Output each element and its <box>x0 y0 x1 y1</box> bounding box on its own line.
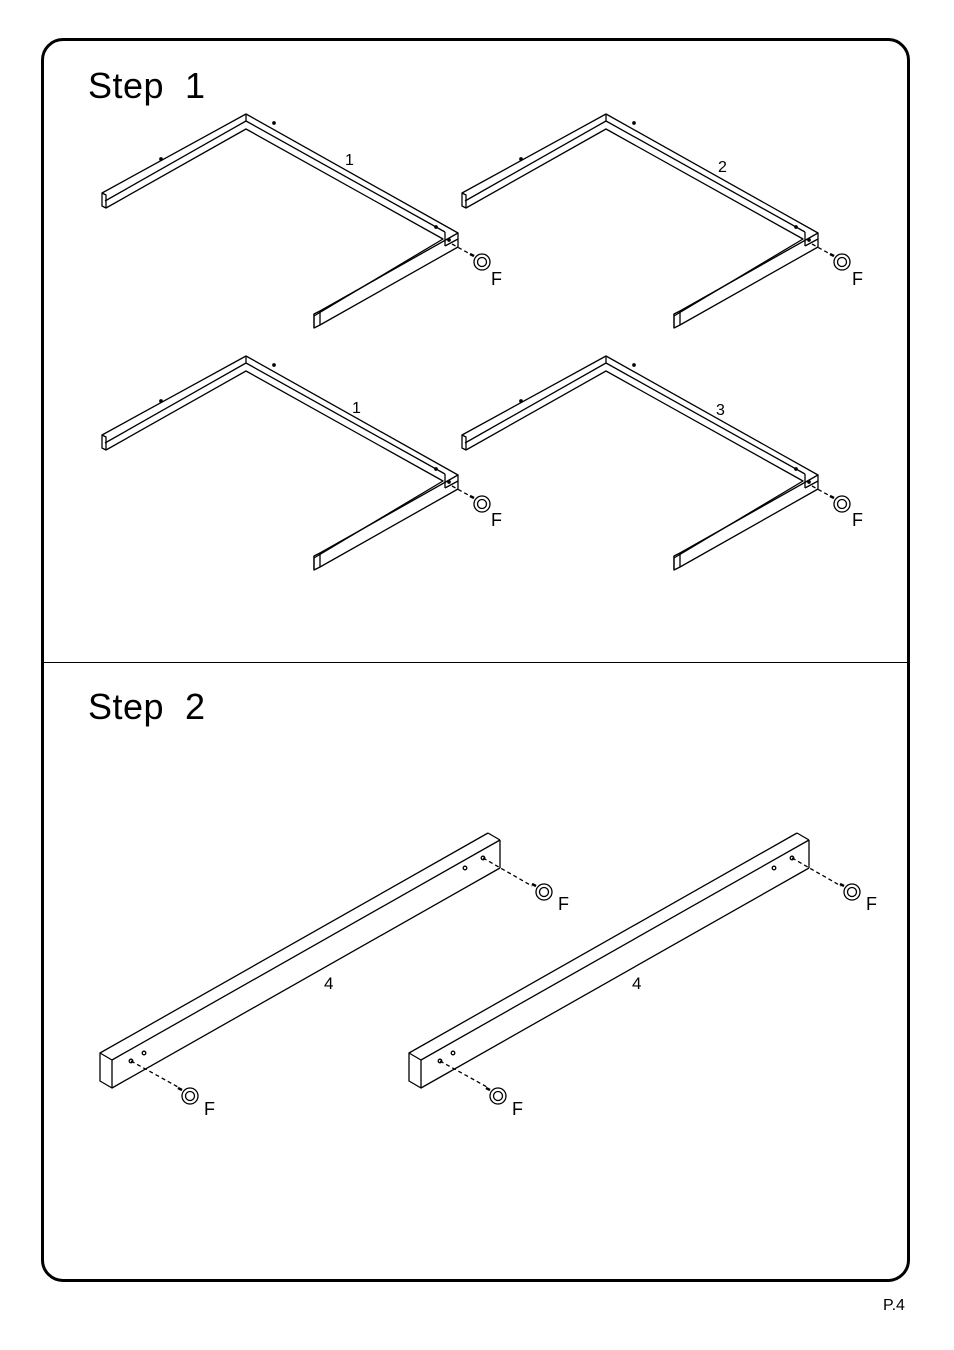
fastener-label: F <box>558 894 569 914</box>
rail-part-4-left: 4 F F <box>100 833 569 1119</box>
fastener-label: F <box>491 269 502 289</box>
page-number: P.4 <box>883 1297 905 1315</box>
part-label: 1 <box>345 152 354 169</box>
fastener-label: F <box>512 1099 523 1119</box>
fastener-label: F <box>491 510 502 530</box>
fastener-label: F <box>852 269 863 289</box>
part-label: 2 <box>718 159 727 176</box>
fastener-label: F <box>204 1099 215 1119</box>
frame-part-3-bottom-right: 3 F <box>462 356 863 570</box>
part-label: 1 <box>352 400 361 417</box>
fastener-label: F <box>866 894 877 914</box>
part-label: 4 <box>632 974 641 993</box>
frame-part-2-top-right: 2 F <box>462 114 863 328</box>
part-label: 3 <box>716 402 725 419</box>
rail-part-4-right: 4 F F <box>409 833 877 1119</box>
part-label: 4 <box>324 974 333 993</box>
fastener-label: F <box>852 510 863 530</box>
frame-part-1-top-left: 1 F <box>102 114 502 328</box>
frame-part-1-bottom-left: 1 F <box>102 356 502 570</box>
